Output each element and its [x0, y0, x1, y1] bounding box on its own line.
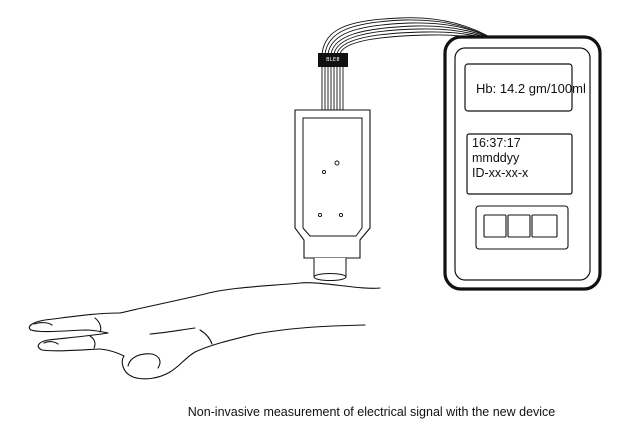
- readout-date-format: mmddyy: [472, 151, 520, 165]
- device-button-panel: [475, 205, 569, 250]
- device-bottom-display: [466, 133, 573, 195]
- readout-patient-id: ID-xx-xx-x: [472, 166, 529, 180]
- connector-chip: [318, 53, 348, 67]
- device-button-left: [483, 214, 507, 238]
- sensor-cables: [321, 17, 513, 55]
- chip-label: BLE8: [326, 57, 340, 63]
- sensor-base: [313, 258, 347, 281]
- device-button-right: [531, 214, 558, 238]
- sensor-inner-panel: [302, 117, 363, 237]
- arm-hand-outline: [28, 282, 381, 380]
- device-bottom-readout: 16:37:17 mmddyy ID-xx-xx-x: [472, 136, 528, 181]
- readout-time: 16:37:17: [472, 136, 521, 150]
- hb-reading: Hb: 14.2 gm/100ml: [476, 81, 586, 96]
- device-button-middle: [507, 214, 531, 238]
- sensor-electrodes: [317, 160, 344, 218]
- device-top-display: [464, 63, 573, 112]
- wire-bundle: [321, 67, 344, 110]
- figure-caption: Non-invasive measurement of electrical s…: [187, 405, 556, 419]
